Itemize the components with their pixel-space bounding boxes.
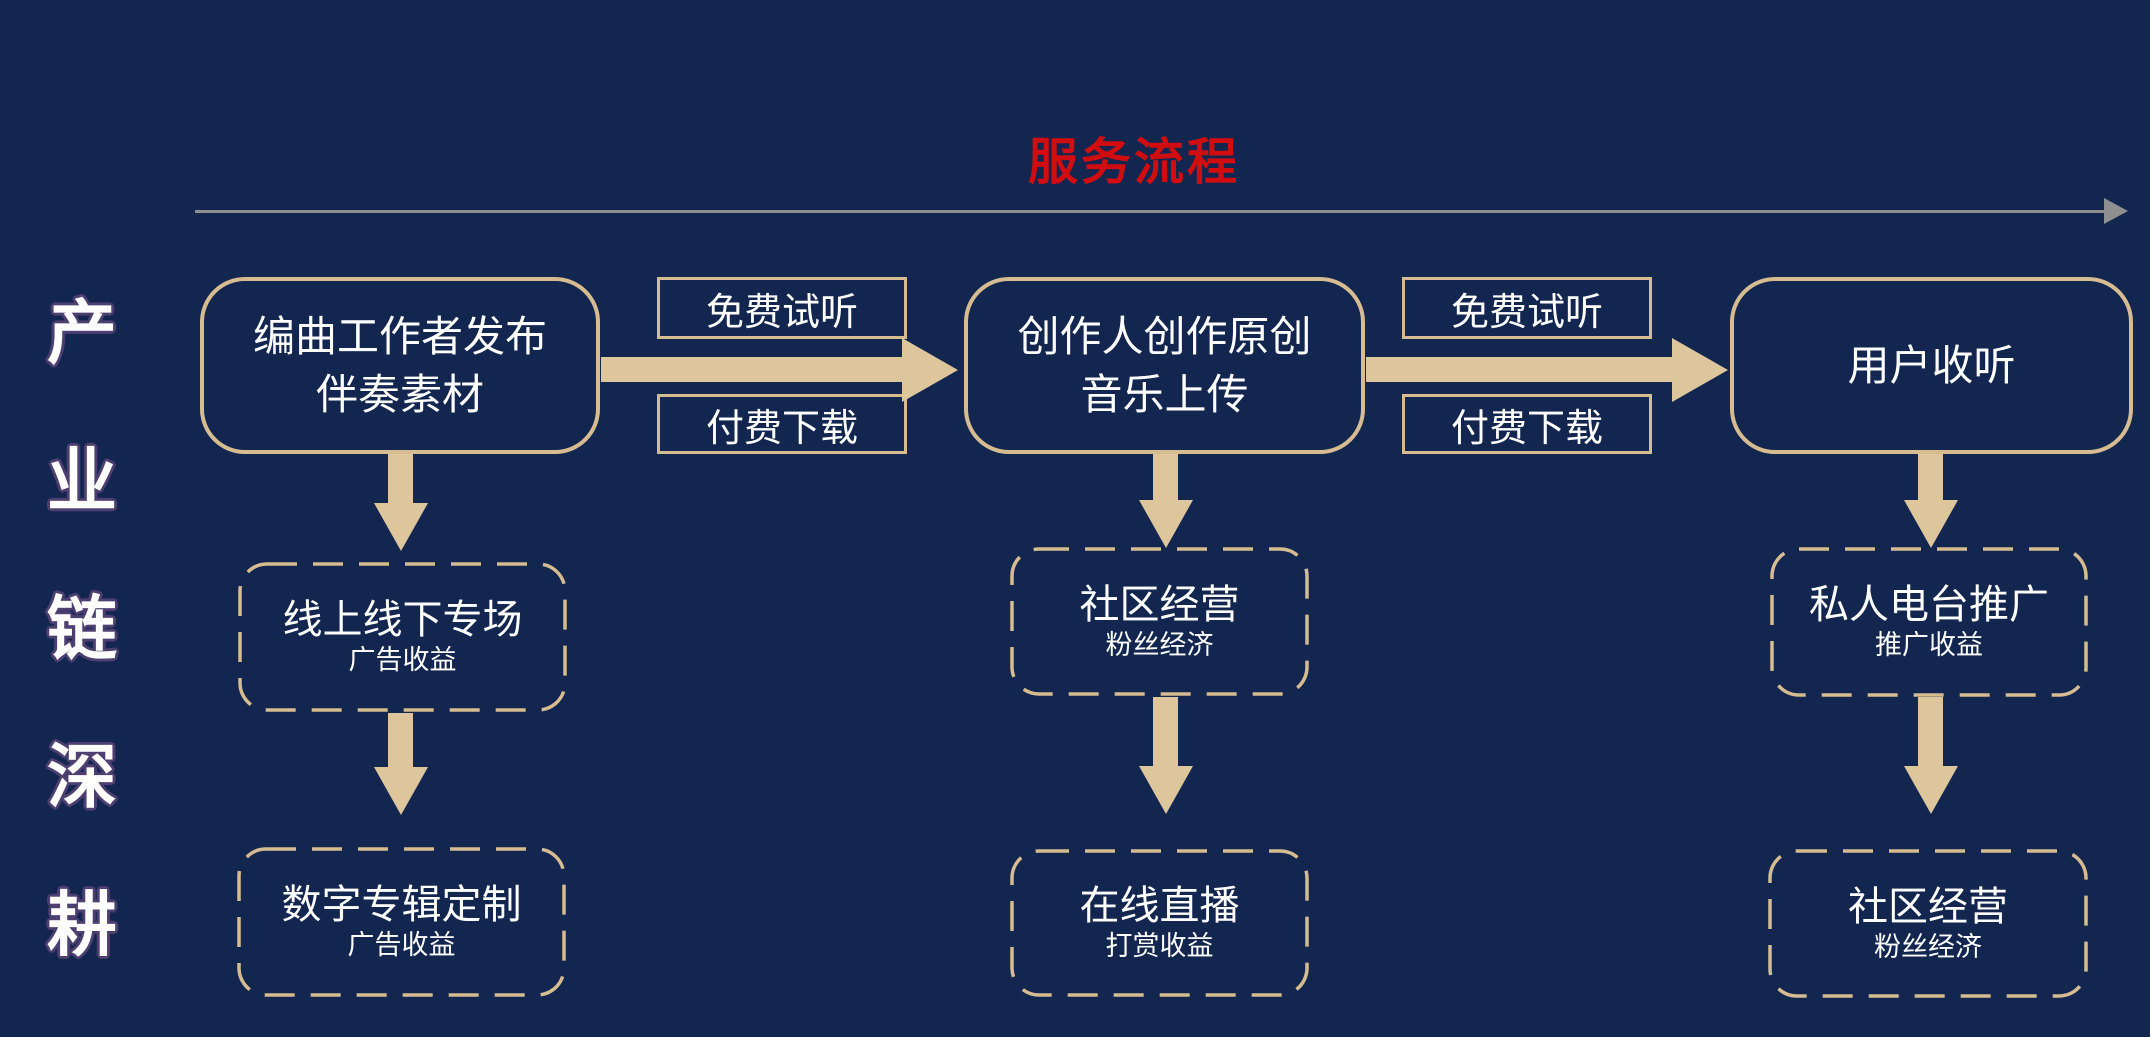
side-char: 耕 <box>47 886 117 964</box>
down-arrow-head-icon <box>1904 500 1958 548</box>
timeline-line <box>195 210 2107 213</box>
node-arranger-publish: 编曲工作者发布 伴奏素材 <box>200 277 600 454</box>
down-arrow-head-icon <box>1904 766 1958 814</box>
down-arrow-shaft <box>388 454 413 504</box>
dashed-border <box>1770 547 2088 697</box>
subnode-title: 社区经营 <box>1848 884 2008 929</box>
down-arrow-shaft <box>1918 697 1943 767</box>
dashed-border <box>238 562 567 712</box>
down-arrow-head-icon <box>374 503 428 551</box>
edge-label-text: 付费下载 <box>1450 407 1603 450</box>
node-creator-upload: 创作人创作原创 音乐上传 <box>964 277 1365 454</box>
subnode-title: 在线直播 <box>1079 884 1240 929</box>
down-arrow-head-icon <box>1139 500 1193 548</box>
side-char: 链 <box>47 590 117 668</box>
timeline-arrowhead-icon <box>2104 198 2128 224</box>
node-label-line: 创作人创作原创 <box>1017 312 1312 360</box>
dashed-border <box>1010 849 1309 997</box>
down-arrow-shaft <box>1153 454 1178 501</box>
dashed-border <box>237 847 566 997</box>
subnode-subtitle: 粉丝经济 <box>1105 629 1214 660</box>
subnode-community-operation-1: 社区经营 粉丝经济 <box>1010 547 1309 696</box>
edge1-free-listen-label: 免费试听 <box>657 277 907 339</box>
edge-label-text: 付费下载 <box>705 407 858 450</box>
node-label-line: 伴奏素材 <box>315 370 484 418</box>
down-arrow-shaft <box>1153 697 1178 767</box>
subnode-subtitle: 推广收益 <box>1875 630 1983 661</box>
dashed-border <box>1768 849 2088 998</box>
subnode-subtitle: 粉丝经济 <box>1874 931 1982 962</box>
side-label: 产 业 链 深 耕 <box>40 298 124 960</box>
edge-label-text: 免费试听 <box>705 291 858 334</box>
subnode-online-offline-events: 线上线下专场 广告收益 <box>238 562 567 712</box>
node-label-line: 用户收听 <box>1847 341 2016 389</box>
dashed-border <box>1010 547 1309 696</box>
edge2-free-listen-label: 免费试听 <box>1402 277 1652 339</box>
edge1-paid-download-label: 付费下载 <box>657 394 907 454</box>
subnode-subtitle: 广告收益 <box>348 645 457 676</box>
subnode-subtitle: 广告收益 <box>347 930 456 961</box>
down-arrow-head-icon <box>374 767 428 815</box>
side-char: 深 <box>47 738 117 816</box>
subnode-title: 线上线下专场 <box>282 598 523 643</box>
right-arrow-shaft <box>601 357 904 382</box>
node-label-line: 音乐上传 <box>1080 370 1249 418</box>
right-arrow-shaft <box>1366 357 1674 382</box>
subnode-community-operation-2: 社区经营 粉丝经济 <box>1768 849 2088 998</box>
subnode-private-radio-promo: 私人电台推广 推广收益 <box>1770 547 2088 697</box>
right-arrow-head-icon <box>902 338 958 402</box>
down-arrow-head-icon <box>1139 766 1193 814</box>
right-arrow-head-icon <box>1672 338 1728 402</box>
subnode-subtitle: 打赏收益 <box>1105 931 1214 962</box>
down-arrow-shaft <box>1918 454 1943 501</box>
subnode-title: 私人电台推广 <box>1809 583 2049 628</box>
subnode-live-streaming: 在线直播 打赏收益 <box>1010 849 1309 997</box>
side-char: 产 <box>47 294 117 372</box>
edge-label-text: 免费试听 <box>1450 291 1603 334</box>
side-char: 业 <box>47 442 117 520</box>
subnode-title: 社区经营 <box>1079 582 1240 627</box>
edge2-paid-download-label: 付费下载 <box>1402 394 1652 454</box>
down-arrow-shaft <box>388 713 413 768</box>
node-label-line: 编曲工作者发布 <box>252 312 547 360</box>
subnode-title: 数字专辑定制 <box>281 883 522 928</box>
subnode-digital-album: 数字专辑定制 广告收益 <box>237 847 566 997</box>
node-user-listen: 用户收听 <box>1730 277 2133 454</box>
page-title: 服务流程 <box>1028 134 1240 190</box>
